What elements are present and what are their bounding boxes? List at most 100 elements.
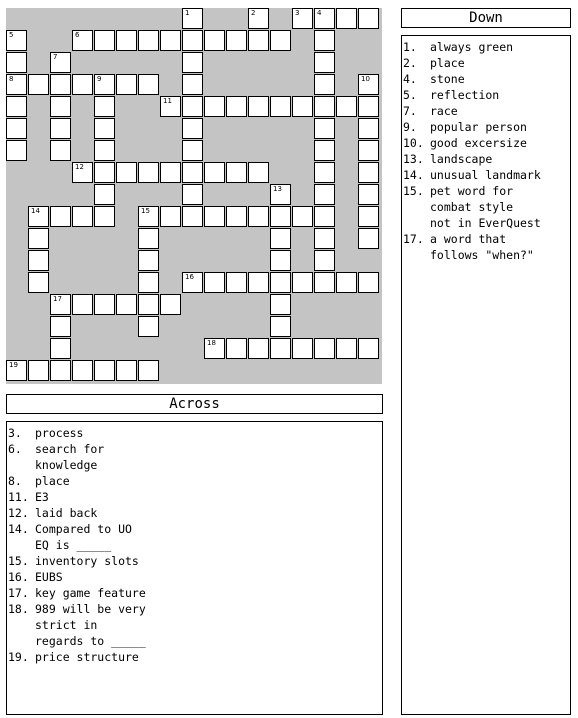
grid-cell[interactable]: 17 — [50, 294, 71, 315]
grid-cell[interactable] — [138, 360, 159, 381]
grid-cell[interactable] — [270, 206, 291, 227]
grid-cell[interactable] — [182, 162, 203, 183]
grid-cell[interactable] — [50, 140, 71, 161]
grid-cell[interactable] — [336, 338, 357, 359]
grid-cell[interactable] — [182, 140, 203, 161]
grid-cell[interactable] — [116, 360, 137, 381]
grid-cell[interactable] — [160, 162, 181, 183]
grid-cell[interactable] — [270, 228, 291, 249]
grid-cell[interactable] — [358, 8, 379, 29]
grid-cell[interactable] — [314, 74, 335, 95]
grid-cell[interactable] — [116, 30, 137, 51]
grid-cell[interactable] — [182, 206, 203, 227]
grid-cell[interactable] — [314, 162, 335, 183]
grid-cell[interactable] — [160, 30, 181, 51]
grid-cell[interactable] — [358, 228, 379, 249]
grid-cell[interactable]: 3 — [292, 8, 313, 29]
grid-cell[interactable] — [28, 250, 49, 271]
grid-cell[interactable] — [358, 140, 379, 161]
grid-cell[interactable] — [204, 162, 225, 183]
grid-cell[interactable] — [138, 162, 159, 183]
grid-cell[interactable] — [314, 140, 335, 161]
grid-cell[interactable] — [138, 250, 159, 271]
grid-cell[interactable] — [50, 74, 71, 95]
grid-cell[interactable] — [94, 360, 115, 381]
grid-cell[interactable] — [314, 30, 335, 51]
grid-cell[interactable] — [138, 316, 159, 337]
grid-cell[interactable] — [182, 30, 203, 51]
grid-cell[interactable] — [160, 294, 181, 315]
grid-cell[interactable] — [226, 30, 247, 51]
grid-cell[interactable] — [358, 118, 379, 139]
grid-cell[interactable]: 19 — [6, 360, 27, 381]
grid-cell[interactable] — [182, 52, 203, 73]
grid-cell[interactable] — [50, 338, 71, 359]
grid-cell[interactable] — [358, 96, 379, 117]
grid-cell[interactable] — [182, 184, 203, 205]
grid-cell[interactable] — [226, 96, 247, 117]
grid-cell[interactable] — [204, 206, 225, 227]
grid-cell[interactable] — [50, 316, 71, 337]
grid-cell[interactable] — [358, 272, 379, 293]
grid-cell[interactable] — [270, 96, 291, 117]
grid-cell[interactable] — [94, 162, 115, 183]
grid-cell[interactable] — [94, 118, 115, 139]
grid-cell[interactable] — [292, 206, 313, 227]
grid-cell[interactable] — [50, 96, 71, 117]
grid-cell[interactable] — [248, 272, 269, 293]
grid-cell[interactable] — [226, 162, 247, 183]
grid-cell[interactable] — [28, 272, 49, 293]
grid-cell[interactable] — [270, 250, 291, 271]
grid-cell[interactable] — [160, 206, 181, 227]
grid-cell[interactable] — [358, 338, 379, 359]
grid-cell[interactable] — [6, 52, 27, 73]
grid-cell[interactable]: 11 — [160, 96, 181, 117]
grid-cell[interactable] — [336, 8, 357, 29]
grid-cell[interactable] — [248, 206, 269, 227]
grid-cell[interactable] — [138, 228, 159, 249]
grid-cell[interactable] — [358, 184, 379, 205]
grid-cell[interactable] — [314, 338, 335, 359]
grid-cell[interactable] — [314, 118, 335, 139]
grid-cell[interactable] — [270, 338, 291, 359]
grid-cell[interactable]: 10 — [358, 74, 379, 95]
grid-cell[interactable] — [94, 96, 115, 117]
grid-cell[interactable] — [248, 338, 269, 359]
grid-cell[interactable] — [292, 96, 313, 117]
grid-cell[interactable] — [28, 228, 49, 249]
grid-cell[interactable] — [248, 162, 269, 183]
grid-cell[interactable] — [336, 96, 357, 117]
grid-cell[interactable] — [72, 294, 93, 315]
grid-cell[interactable] — [248, 30, 269, 51]
grid-cell[interactable] — [314, 52, 335, 73]
grid-cell[interactable] — [358, 206, 379, 227]
grid-cell[interactable] — [270, 294, 291, 315]
grid-cell[interactable] — [94, 184, 115, 205]
grid-cell[interactable] — [6, 140, 27, 161]
grid-cell[interactable] — [270, 316, 291, 337]
grid-cell[interactable] — [314, 96, 335, 117]
grid-cell[interactable] — [116, 294, 137, 315]
grid-cell[interactable]: 7 — [50, 52, 71, 73]
grid-cell[interactable] — [50, 206, 71, 227]
grid-cell[interactable] — [94, 140, 115, 161]
grid-cell[interactable]: 6 — [72, 30, 93, 51]
grid-cell[interactable] — [182, 118, 203, 139]
grid-cell[interactable]: 8 — [6, 74, 27, 95]
grid-cell[interactable] — [50, 360, 71, 381]
grid-cell[interactable] — [358, 162, 379, 183]
grid-cell[interactable] — [314, 228, 335, 249]
grid-cell[interactable] — [226, 206, 247, 227]
grid-cell[interactable] — [314, 250, 335, 271]
grid-cell[interactable] — [94, 206, 115, 227]
grid-cell[interactable] — [314, 206, 335, 227]
grid-cell[interactable] — [6, 118, 27, 139]
grid-cell[interactable] — [226, 272, 247, 293]
grid-cell[interactable] — [204, 272, 225, 293]
grid-cell[interactable] — [72, 360, 93, 381]
grid-cell[interactable] — [50, 118, 71, 139]
grid-cell[interactable] — [314, 272, 335, 293]
grid-cell[interactable] — [72, 206, 93, 227]
grid-cell[interactable]: 12 — [72, 162, 93, 183]
grid-cell[interactable]: 13 — [270, 184, 291, 205]
